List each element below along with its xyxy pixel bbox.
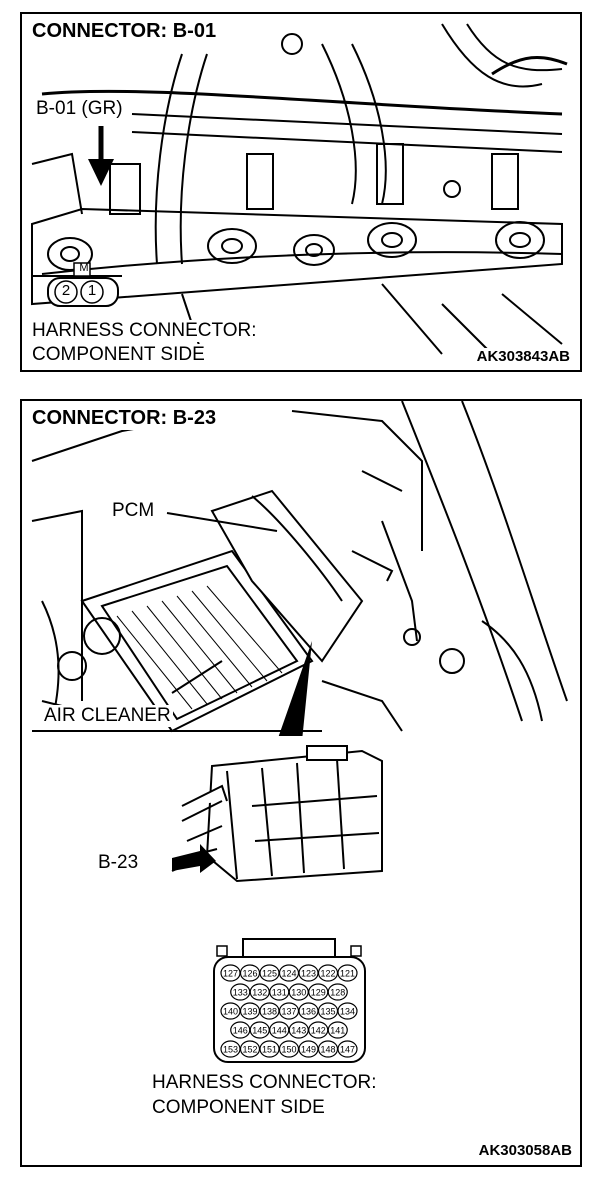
pin-130: 130 <box>291 988 306 998</box>
pin-133: 133 <box>233 988 248 998</box>
pin-141: 141 <box>330 1026 345 1036</box>
caption-line2: COMPONENT SIDE <box>30 344 207 366</box>
pin-126: 126 <box>242 969 257 979</box>
connector-b23-face: 127 126 125 124 123 122 121 133 132 131 130 129 128 1… <box>213 938 366 1063</box>
air-cleaner-label: AIR CLEANER <box>42 705 173 727</box>
pin-124: 124 <box>281 969 296 979</box>
caption-line2: COMPONENT SIDE <box>152 1097 325 1118</box>
pin-128: 128 <box>330 988 345 998</box>
connector-tag: M <box>79 262 89 274</box>
pin-128-circle <box>327 983 348 1001</box>
pin-129: 129 <box>311 988 326 998</box>
pin-122: 122 <box>320 969 335 979</box>
panel-title: CONNECTOR: B-01 <box>30 20 219 43</box>
pin-146: 146 <box>233 1026 248 1036</box>
engine-bay-illustration-b01 <box>31 23 568 355</box>
connector-callout: B-01 (GR) <box>34 98 125 120</box>
pin-137: 137 <box>281 1007 296 1017</box>
pin-134-circle <box>337 1002 358 1020</box>
pin-153: 153 <box>223 1045 238 1055</box>
pin-147: 147 <box>340 1045 355 1055</box>
pin-147-circle <box>337 1040 358 1058</box>
pin-150: 150 <box>281 1045 296 1055</box>
pin-135: 135 <box>320 1007 335 1017</box>
pin-144: 144 <box>272 1026 287 1036</box>
pin-136: 136 <box>301 1007 316 1017</box>
pin-141-circle <box>327 1021 348 1039</box>
engine-bay-illustration-b23: 127 126 125 124 123 122 121 133 132 131 130 129 128 1… <box>22 401 580 1165</box>
connector-b23-panel: 127 126 125 124 123 122 121 133 132 131 130 129 128 1… <box>20 399 582 1167</box>
pin-132: 132 <box>252 988 267 998</box>
pin-138: 138 <box>262 1007 277 1017</box>
pin-2: 2 <box>61 282 71 299</box>
figure-code: AK303843AB <box>474 348 572 365</box>
pin-131: 131 <box>272 988 287 998</box>
pin-121: 121 <box>340 969 355 979</box>
arrow-b23 <box>172 844 216 873</box>
connector-b01-panel: CONNECTOR: B-01 B-01 (GR) M 2 1 HARNESS … <box>20 12 582 372</box>
pin-149: 149 <box>301 1045 316 1055</box>
connector-b01-face <box>32 262 122 307</box>
pin-143: 143 <box>291 1026 306 1036</box>
pin-139: 139 <box>242 1007 257 1017</box>
pin-127: 127 <box>223 969 238 979</box>
pin-145: 145 <box>252 1026 267 1036</box>
pin-123: 123 <box>301 969 316 979</box>
pin-142: 142 <box>311 1026 326 1036</box>
pin-151: 151 <box>262 1045 277 1055</box>
pin-152: 152 <box>242 1045 257 1055</box>
figure-code: AK303058AB <box>478 1142 572 1159</box>
pin-148: 148 <box>320 1045 335 1055</box>
caption-line1: HARNESS CONNECTOR: <box>30 320 259 342</box>
pin-125: 125 <box>262 969 277 979</box>
pin-1: 1 <box>87 282 97 299</box>
panel-title: CONNECTOR: B-23 <box>30 407 219 430</box>
pcm-label: PCM <box>110 500 157 522</box>
pin-140: 140 <box>223 1007 238 1017</box>
pin-134: 134 <box>340 1007 355 1017</box>
caption-line1: HARNESS CONNECTOR: <box>152 1072 377 1093</box>
pin-121-circle <box>337 964 358 982</box>
b23-callout: B-23 <box>98 852 139 873</box>
